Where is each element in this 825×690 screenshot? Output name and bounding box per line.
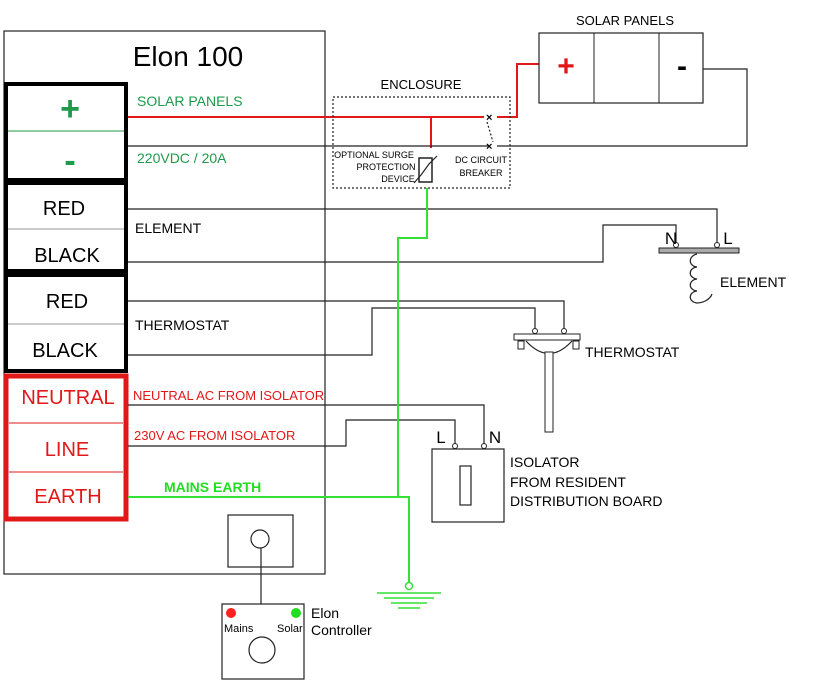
- wire-ac: [128, 404, 485, 447]
- wire-earth: [128, 188, 428, 582]
- element-l-label: L: [723, 229, 732, 248]
- terminal-element-black: BLACK: [34, 245, 100, 267]
- element-n-label: N: [665, 229, 677, 248]
- solar-terminal-block: [4, 82, 128, 182]
- terminal-plus: +: [60, 90, 80, 128]
- wire-label-line-ac: 230V AC FROM ISOLATOR: [134, 428, 295, 443]
- dc-circuit-breaker: × ×: [486, 112, 494, 153]
- remote-title-line2: Controller: [311, 622, 372, 638]
- isolator-label-line3: DISTRIBUTION BOARD: [510, 493, 662, 509]
- terminal-thermostat-red: RED: [46, 291, 88, 313]
- terminal-line: LINE: [45, 439, 89, 461]
- surge-label-line3: DEVICE: [381, 174, 415, 184]
- svg-text:×: ×: [486, 112, 492, 124]
- solar-led-label: Solar: [277, 623, 303, 635]
- element-device: N L ELEMENT: [658, 229, 787, 304]
- terminal-thermostat-black: BLACK: [32, 340, 98, 362]
- wire-label-neutral-ac: NEUTRAL AC FROM ISOLATOR: [133, 388, 324, 403]
- solar-panel-plus: +: [557, 50, 575, 83]
- terminal-element-red: RED: [43, 198, 85, 220]
- wire-solar-positive: [128, 63, 541, 148]
- solar-led: [291, 608, 301, 618]
- wire-label-thermostat: THERMOSTAT: [135, 317, 230, 333]
- wire-label-element: ELEMENT: [135, 220, 202, 236]
- element-label: ELEMENT: [720, 274, 787, 290]
- svg-text:×: ×: [486, 141, 492, 153]
- wire-label-dc-rating: 220VDC / 20A: [137, 150, 227, 166]
- thermostat-device: THERMOSTAT: [513, 328, 680, 433]
- breaker-label-line2: BREAKER: [459, 168, 503, 178]
- terminal-minus: -: [64, 142, 75, 180]
- thermostat-terminal-block: [4, 273, 128, 373]
- thermostat-label: THERMOSTAT: [585, 344, 680, 360]
- isolator-l-label: L: [436, 428, 445, 447]
- element-terminal-block: [4, 181, 128, 273]
- mains-led-label: Mains: [224, 623, 254, 635]
- enclosure-title: ENCLOSURE: [381, 77, 462, 92]
- isolator-n-label: N: [489, 428, 501, 447]
- wire-thermostat: [128, 300, 565, 356]
- breaker-label-line1: DC CIRCUIT: [455, 155, 507, 165]
- terminal-earth: EARTH: [34, 486, 101, 508]
- controller-unit: Elon 100 + - RED BLACK RED BLACK NEUTRAL…: [3, 30, 326, 575]
- terminal-neutral: NEUTRAL: [21, 387, 114, 409]
- remote-controller: Mains Solar Elon Controller: [221, 548, 372, 680]
- ground-symbol: [377, 581, 441, 609]
- wire-element: [128, 208, 718, 263]
- wire-solar-negative: [128, 68, 748, 147]
- remote-title-line1: Elon: [311, 605, 339, 621]
- surge-protection-device: [413, 155, 438, 184]
- controller-knob: [248, 636, 276, 664]
- wire-label-solar-panels: SOLAR PANELS: [137, 93, 243, 109]
- remote-connector-port: [250, 529, 270, 549]
- mains-led: [226, 608, 236, 618]
- isolator-label-line1: ISOLATOR: [510, 454, 580, 470]
- wire-label-mains-earth: MAINS EARTH: [164, 479, 261, 495]
- ac-terminal-block: [3, 373, 129, 522]
- solar-panels: SOLAR PANELS + -: [538, 13, 704, 104]
- surge-label-line2: PROTECTION: [356, 162, 415, 172]
- isolator: L N ISOLATOR FROM RESIDENT DISTRIBUTION …: [431, 428, 662, 523]
- isolator-label-line2: FROM RESIDENT: [510, 474, 626, 490]
- controller-title: Elon 100: [133, 41, 244, 72]
- surge-label-line1: OPTIONAL SURGE: [334, 150, 414, 160]
- enclosure: ENCLOSURE OPTIONAL SURGE PROTECTION DEVI…: [332, 77, 511, 189]
- solar-panels-title: SOLAR PANELS: [576, 13, 674, 28]
- solar-panel-minus: -: [677, 50, 687, 83]
